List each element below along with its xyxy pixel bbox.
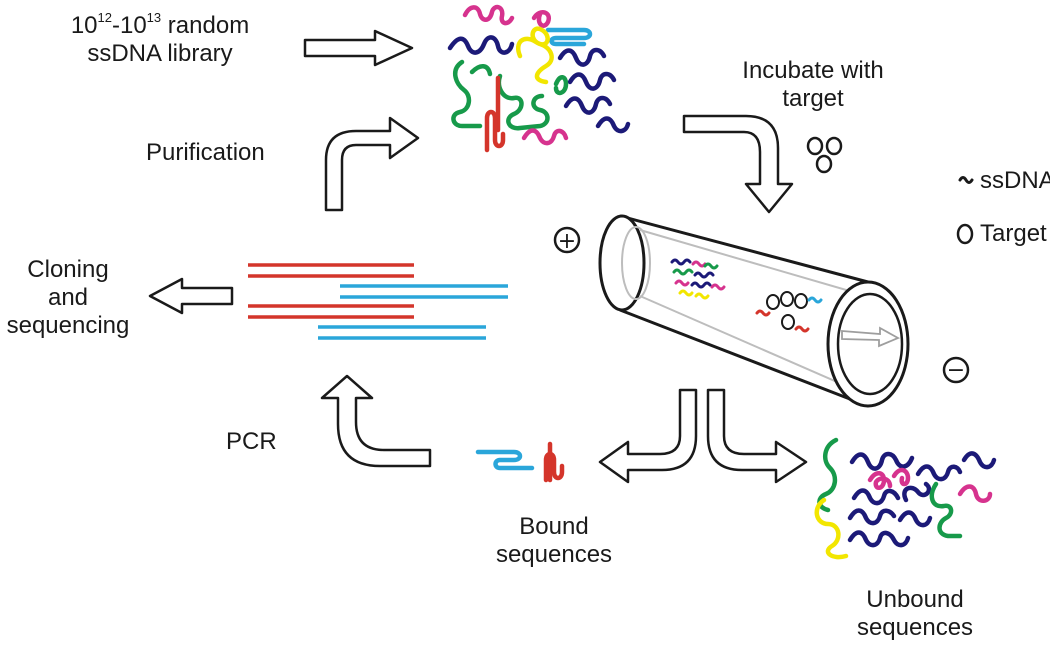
pcr-duplex-strands bbox=[248, 263, 508, 340]
legend-target-label: Target bbox=[980, 220, 1047, 247]
legend-ssdna-label: ssDNA bbox=[980, 167, 1050, 194]
flow-direction-arrow bbox=[841, 326, 901, 348]
purification-label: Purification bbox=[146, 139, 265, 166]
bound-label: Bound sequences bbox=[495, 513, 613, 568]
unbound-sequences-pool bbox=[814, 437, 997, 560]
capillary-tube bbox=[598, 214, 910, 408]
purification-arrow bbox=[324, 116, 420, 212]
random-library-pool bbox=[447, 4, 631, 153]
incubate-label: Incubate with target bbox=[742, 57, 884, 112]
legend-ssdna-icon bbox=[958, 176, 974, 184]
library-label-line2: ssDNA library bbox=[87, 40, 233, 67]
legend-target-icon bbox=[956, 223, 974, 245]
positive-electrode: + bbox=[553, 226, 581, 254]
negative-electrode: − bbox=[942, 356, 970, 384]
tube-target-cluster bbox=[755, 291, 823, 333]
negative-sign: − bbox=[947, 358, 965, 383]
pcr-label: PCR bbox=[226, 428, 277, 455]
bound-split-arrow bbox=[598, 388, 698, 484]
cloning-arrow bbox=[148, 277, 234, 315]
library-to-pool-arrow bbox=[303, 29, 414, 67]
unbound-split-arrow bbox=[706, 388, 808, 484]
pcr-arrow bbox=[320, 374, 432, 468]
positive-sign: + bbox=[558, 229, 576, 254]
incubate-arrow bbox=[682, 114, 794, 214]
target-molecules-icon bbox=[806, 136, 843, 174]
library-label: 1012-1013 random ssDNA library bbox=[44, 6, 276, 68]
cloning-label: Cloning and sequencing bbox=[6, 256, 130, 339]
tube-ssdna-cluster bbox=[670, 258, 726, 300]
bound-sequences-icon bbox=[475, 441, 565, 483]
unbound-label: Unbound sequences bbox=[856, 586, 974, 641]
